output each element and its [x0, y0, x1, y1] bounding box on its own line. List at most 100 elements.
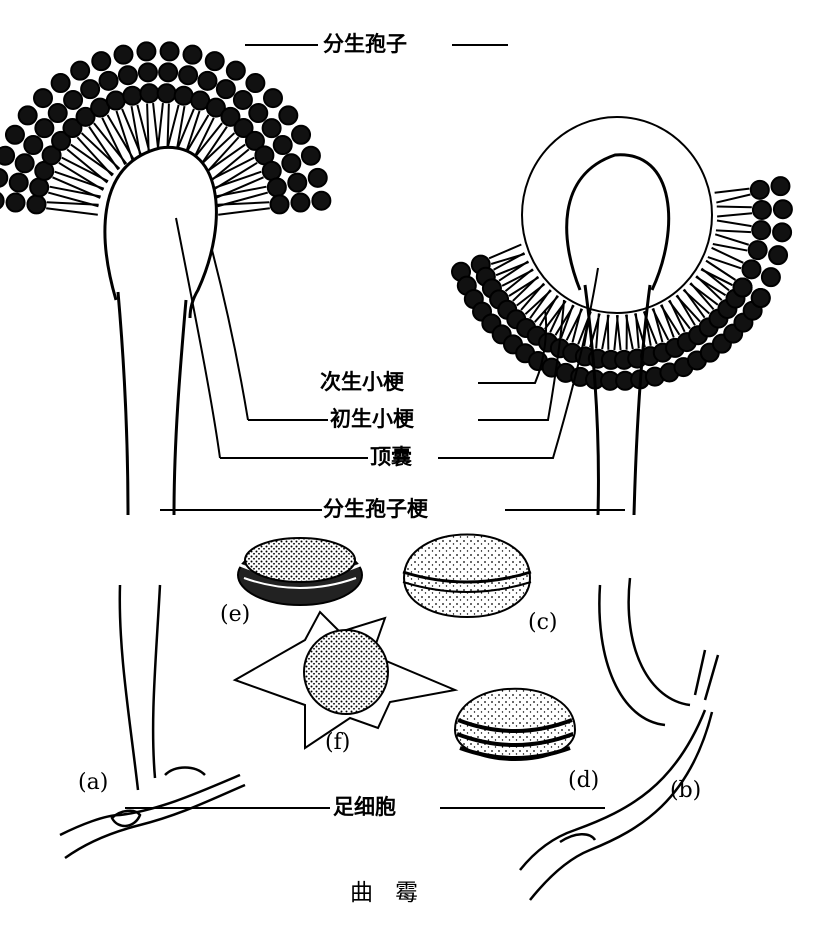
left-conidium [23, 135, 44, 156]
left-conidium [204, 51, 225, 72]
subfigure-label-f: (f) [325, 730, 351, 755]
left-conidiophore [116, 291, 188, 516]
left-conidium [26, 194, 47, 215]
left-vesicle [103, 146, 218, 319]
left-conidium [0, 167, 9, 188]
left-conidium [17, 105, 38, 126]
subfigure-label-a: (a) [78, 770, 109, 795]
subfigure-label-d: (d) [568, 768, 600, 793]
foot-cell-b [519, 577, 720, 901]
subfigure-label-c: (c) [528, 610, 558, 635]
right-sterigma [700, 259, 736, 286]
left-conidium [173, 85, 194, 106]
right-conidium [751, 199, 772, 220]
left-conidial-head [0, 41, 332, 516]
leader-lines [125, 44, 625, 809]
left-conidium [156, 83, 177, 104]
spore-f [232, 610, 459, 750]
left-conidium [278, 105, 299, 126]
right-conidium [751, 220, 772, 241]
right-sterigma [606, 314, 619, 351]
left-conidium [0, 192, 5, 210]
left-conidium [0, 145, 16, 166]
label-conidia: 分生孢子 [323, 32, 407, 56]
left-conidium [80, 79, 101, 100]
left-conidium [197, 70, 218, 91]
left-conidium [50, 73, 71, 94]
left-conidium [220, 106, 241, 127]
left-conidium [75, 106, 96, 127]
right-sterigma [615, 314, 628, 351]
left-conidium [70, 60, 91, 81]
left-conidium [233, 118, 254, 139]
left-conidium [29, 177, 50, 198]
right-sterigma [716, 205, 753, 218]
left-conidium [47, 103, 68, 124]
left-conidium [159, 41, 180, 62]
left-conidium [5, 192, 26, 213]
right-conidium [768, 245, 789, 266]
right-sterigma [714, 187, 751, 204]
right-conidium [732, 277, 753, 298]
right-vesicle [565, 153, 671, 291]
left-conidium [311, 190, 332, 211]
left-conidium [139, 83, 160, 104]
left-conidium [178, 65, 199, 86]
left-conidium [33, 88, 54, 109]
left-conidium [225, 60, 246, 81]
right-conidium [747, 240, 768, 261]
right-sterigma [488, 243, 526, 265]
label-conidiophore: 分生孢子梗 [323, 497, 428, 521]
subfigure-label-b: (b) [670, 778, 702, 803]
left-conidium [122, 85, 143, 106]
left-conidium [307, 167, 328, 188]
left-conidium [287, 172, 308, 193]
left-conidium [248, 103, 269, 124]
left-conidium [91, 51, 112, 72]
subfigure-label-e: (e) [220, 602, 251, 627]
left-conidium [215, 79, 236, 100]
label-foot-cell: 足细胞 [333, 795, 396, 819]
label-primary-sterigmata: 初生小梗 [330, 407, 414, 431]
left-conidium [62, 118, 83, 139]
left-conidium [205, 97, 226, 118]
left-conidium [261, 118, 282, 139]
figure-caption: 曲霉 [350, 880, 440, 906]
left-conidium [8, 172, 29, 193]
right-conidiophore [583, 284, 652, 516]
left-conidium [300, 145, 321, 166]
left-conidium [232, 89, 253, 110]
right-conidium [749, 179, 770, 200]
spore-c [402, 533, 532, 618]
left-conidium [272, 135, 293, 156]
left-conidium [281, 153, 302, 174]
left-conidium [51, 130, 72, 151]
left-conidium [41, 145, 62, 166]
right-conidium [770, 176, 791, 197]
left-conidium [136, 41, 157, 62]
left-conidium [98, 70, 119, 91]
left-conidium [269, 194, 290, 215]
left-conidium [266, 177, 287, 198]
left-conidium [262, 88, 283, 109]
right-conidium [772, 199, 793, 220]
left-conidium [117, 65, 138, 86]
right-conidium [741, 259, 762, 280]
right-sterigma [595, 313, 610, 350]
right-conidial-head [451, 116, 793, 516]
label-secondary-sterigmata: 次生小梗 [320, 370, 404, 394]
label-vesicle: 顶囊 [370, 445, 412, 469]
right-conidium [772, 222, 793, 243]
left-conidium [14, 153, 35, 174]
right-sterigma [715, 219, 752, 234]
left-conidium [291, 124, 312, 145]
right-sterigma [712, 233, 750, 252]
spore-e [237, 537, 363, 606]
left-conidium [261, 160, 282, 181]
left-conidium [34, 118, 55, 139]
left-conidium [63, 89, 84, 110]
left-conidium [158, 62, 179, 83]
right-conidium [750, 288, 771, 308]
